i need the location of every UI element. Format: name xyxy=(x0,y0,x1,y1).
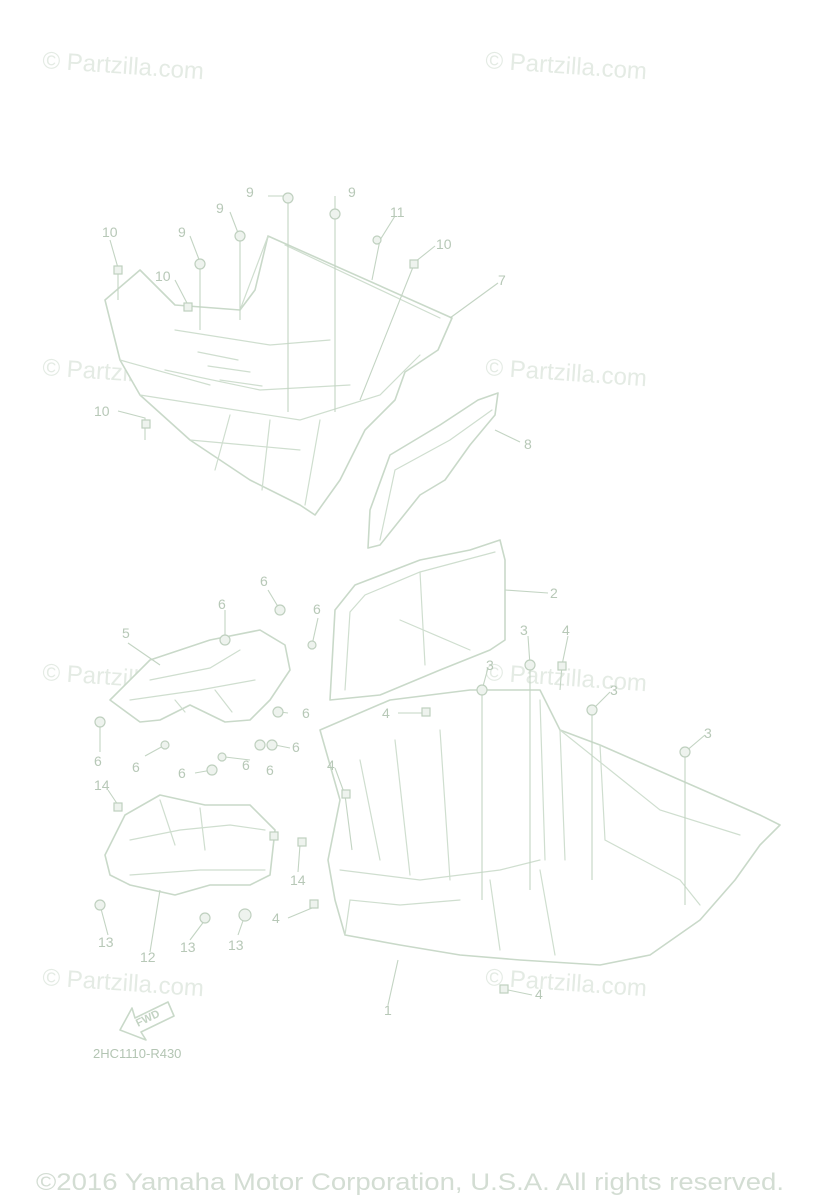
watermark-4: © Partzilla.com xyxy=(485,354,648,392)
fasteners xyxy=(94,192,691,994)
callout-4: 4 xyxy=(535,986,543,1002)
callout-10: 10 xyxy=(155,268,171,284)
callout-9: 9 xyxy=(348,184,356,200)
part-7-tray xyxy=(104,235,453,516)
callout-7: 7 xyxy=(498,272,506,288)
callout-labels: 9 9 9 9 10 10 11 10 7 10 8 2 3 4 3 3 3 4… xyxy=(94,184,712,1018)
callout-10: 10 xyxy=(102,224,118,240)
callout-9: 9 xyxy=(246,184,254,200)
callout-6: 6 xyxy=(292,739,300,755)
callout-6: 6 xyxy=(132,759,140,775)
callout-5: 5 xyxy=(122,625,130,641)
callout-6: 6 xyxy=(178,765,186,781)
callout-2: 2 xyxy=(550,585,558,601)
callout-11: 11 xyxy=(390,204,405,220)
callout-6: 6 xyxy=(313,601,321,617)
callout-14: 14 xyxy=(94,777,110,793)
callout-14: 14 xyxy=(290,872,306,888)
callout-6: 6 xyxy=(266,762,274,778)
part-2-panel xyxy=(329,539,506,701)
part-12-bracket xyxy=(104,794,276,896)
watermark-7: © Partzilla.com xyxy=(42,964,205,1002)
watermark-8: © Partzilla.com xyxy=(485,964,648,1002)
callout-6: 6 xyxy=(260,573,268,589)
callout-4: 4 xyxy=(382,705,390,721)
part-1-floor xyxy=(319,689,781,966)
callout-3: 3 xyxy=(704,725,712,741)
callout-1: 1 xyxy=(384,1002,392,1018)
callout-4: 4 xyxy=(562,622,570,638)
diagram-code: 2HC1110-R430 xyxy=(93,1046,181,1061)
part-5-bracket xyxy=(109,629,291,723)
part-8-side-panel xyxy=(367,392,499,549)
callout-12: 12 xyxy=(140,949,156,965)
callout-4: 4 xyxy=(327,757,335,773)
leader-lines xyxy=(99,195,706,1006)
fwd-arrow-icon: FWD xyxy=(119,1001,175,1041)
callout-13: 13 xyxy=(228,937,244,953)
callout-13: 13 xyxy=(180,939,196,955)
callout-6: 6 xyxy=(218,596,226,612)
watermark-1: © Partzilla.com xyxy=(42,47,205,85)
callout-6: 6 xyxy=(94,753,102,769)
callout-13: 13 xyxy=(98,934,114,950)
callout-6: 6 xyxy=(302,705,310,721)
callout-10: 10 xyxy=(436,236,452,252)
callout-6: 6 xyxy=(242,757,250,773)
callout-3: 3 xyxy=(486,657,494,673)
copyright-notice: ©2016 Yamaha Motor Corporation, U.S.A. A… xyxy=(36,1169,784,1196)
callout-3: 3 xyxy=(610,682,618,698)
callout-9: 9 xyxy=(178,224,186,240)
callout-3: 3 xyxy=(520,622,528,638)
callout-9: 9 xyxy=(216,200,224,216)
callout-10: 10 xyxy=(94,403,110,419)
callout-8: 8 xyxy=(524,436,532,452)
callout-4: 4 xyxy=(272,910,280,926)
watermark-2: © Partzilla.com xyxy=(485,47,648,85)
